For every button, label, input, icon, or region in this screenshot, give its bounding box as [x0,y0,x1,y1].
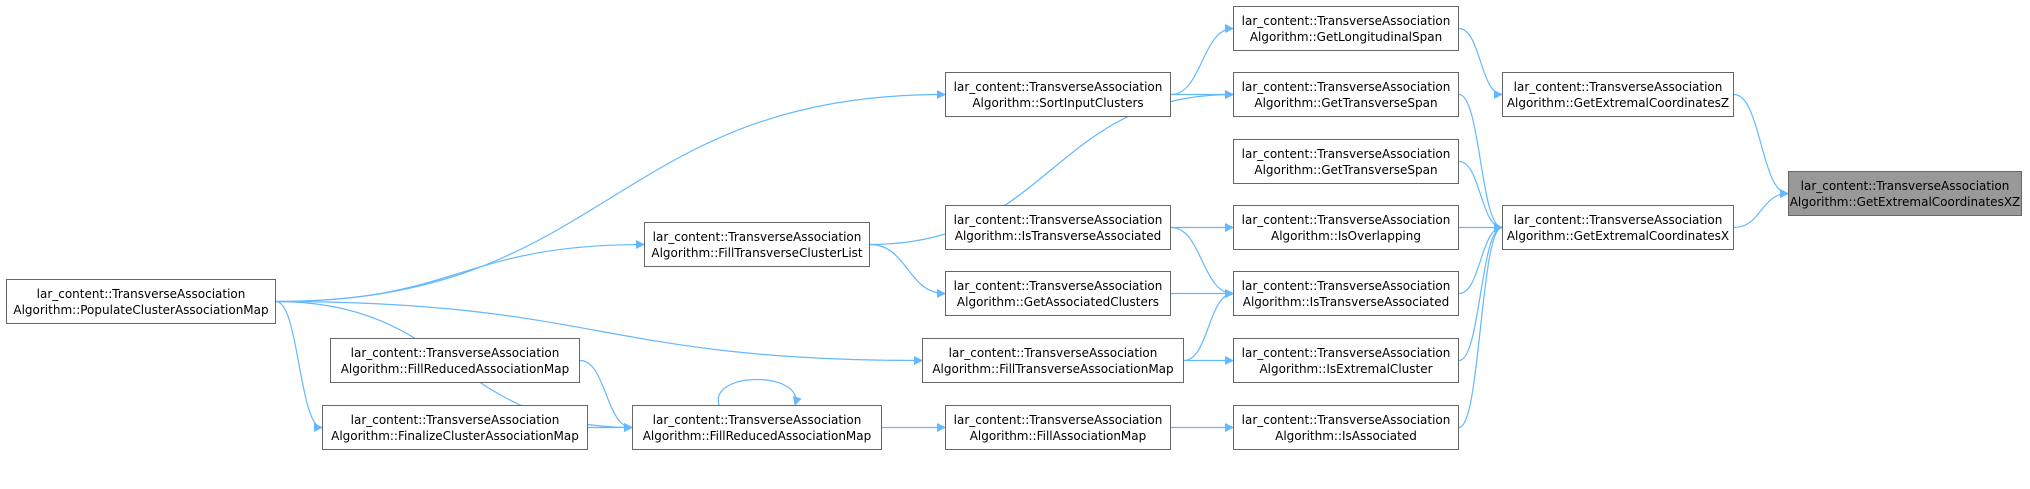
node-fill-association-map[interactable]: lar_content::TransverseAssociation Algor… [945,405,1171,450]
node-label-line2: Algorithm::GetAssociatedClusters [956,294,1160,309]
node-label-line2: Algorithm::PopulateClusterAssociationMap [13,302,269,317]
call-edge-n_sort-to-n_long [1170,24,1234,96]
node-label-line2: Algorithm::IsTransverseAssociated [1242,294,1450,309]
node-label-line2: Algorithm::FillAssociationMap [969,428,1147,443]
call-edge-n_long-to-n_z [1458,27,1503,99]
node-get-extremal-coordinates-xz[interactable]: lar_content::TransverseAssociation Algor… [1788,171,2022,216]
node-label-line1: lar_content::TransverseAssociation [652,412,862,427]
node-label-line1: lar_content::TransverseAssociation [953,212,1163,227]
node-label-line2: Algorithm::FillReducedAssociationMap [642,428,872,443]
node-get-transverse-span[interactable]: lar_content::TransverseAssociation Algor… [1233,72,1459,117]
node-label-line1: lar_content::TransverseAssociation [948,345,1158,360]
node-label-line1: lar_content::TransverseAssociation [652,229,862,244]
node-fill-transverse-association-map[interactable]: lar_content::TransverseAssociation Algor… [922,338,1184,383]
node-label-line2: Algorithm::IsTransverseAssociated [954,228,1162,243]
node-fill-reduced-association-map[interactable]: lar_content::TransverseAssociation Algor… [632,405,882,450]
call-edge-n_iec-to-n_x [1458,223,1503,362]
node-label-line2: Algorithm::GetExtremalCoordinatesX [1506,228,1730,243]
node-label-line1: lar_content::TransverseAssociation [1513,212,1723,227]
node-label-line2: Algorithm::GetExtremalCoordinatesZ [1506,95,1730,110]
node-label-line2: Algorithm::IsOverlapping [1271,228,1421,243]
call-edge-n_pcam-to-n_ftam [275,300,923,365]
node-label-line2: Algorithm::FillTransverseClusterList [651,245,863,260]
node-label-line1: lar_content::TransverseAssociation [1513,79,1723,94]
node-label-line1: lar_content::TransverseAssociation [1241,212,1451,227]
call-edge-n_ftcl-to-n_gac [869,243,946,298]
node-is-associated[interactable]: lar_content::TransverseAssociation Algor… [1233,405,1459,450]
call-edge-n_ita2-to-n_x [1458,223,1503,295]
node-label-line2: Algorithm::FillReducedAssociationMap [340,361,570,376]
call-edge-n_ftam-to-n_ita2 [1183,289,1234,362]
node-label-line2: Algorithm::GetTransverseSpan [1254,162,1438,177]
call-edge-n_ita1-to-n_ita2 [1170,226,1234,298]
call-edge-n_x-to-n_xz [1733,189,1789,229]
call-edge-n_pcam-to-n_ftcl [275,240,645,303]
node-label-line1: lar_content::TransverseAssociation [1241,79,1451,94]
node-label-line1: lar_content::TransverseAssociation [953,278,1163,293]
call-edge-n_fram-to-n_fram [717,379,802,406]
call-edge-n_ts1-to-n_x [1458,93,1503,232]
node-is-transverse-associated-2[interactable]: lar_content::TransverseAssociation Algor… [1233,271,1459,316]
call-edge-n_ts2-to-n_x [1458,160,1503,232]
node-label-line2: Algorithm::GetExtremalCoordinatesXZ [1789,194,2021,209]
node-label-line1: lar_content::TransverseAssociation [1241,278,1451,293]
node-label-line1: lar_content::TransverseAssociation [1241,345,1451,360]
node-label-line2: Algorithm::IsExtremalCluster [1259,361,1433,376]
node-get-associated-clusters[interactable]: lar_content::TransverseAssociation Algor… [945,271,1171,316]
node-is-transverse-associated-1[interactable]: lar_content::TransverseAssociation Algor… [945,205,1171,250]
node-label-line2: Algorithm::GetTransverseSpan [1254,95,1438,110]
node-get-transverse-span-2[interactable]: lar_content::TransverseAssociation Algor… [1233,139,1459,184]
node-sort-input-clusters[interactable]: lar_content::TransverseAssociation Algor… [945,72,1171,117]
node-label-line1: lar_content::TransverseAssociation [1241,13,1451,28]
node-label-line1: lar_content::TransverseAssociation [953,412,1163,427]
node-label-line2: Algorithm::FinalizeClusterAssociationMap [331,428,579,443]
call-edge-n_pcam-to-n_sort [275,90,946,303]
node-label-line1: lar_content::TransverseAssociation [1241,412,1451,427]
node-label-line1: lar_content::TransverseAssociation [953,79,1163,94]
node-label-line1: lar_content::TransverseAssociation [36,286,246,301]
node-get-extremal-coordinates-z[interactable]: lar_content::TransverseAssociation Algor… [1502,72,1734,117]
node-label-line2: Algorithm::IsAssociated [1275,428,1417,443]
node-label-line2: Algorithm::SortInputClusters [972,95,1144,110]
call-edge-n_pcam-to-n_fcam [275,300,323,432]
node-populate-cluster-association-map[interactable]: lar_content::TransverseAssociation Algor… [6,279,276,324]
call-edge-n_ia-to-n_x [1458,223,1503,429]
node-get-extremal-coordinates-x[interactable]: lar_content::TransverseAssociation Algor… [1502,205,1734,250]
node-get-longitudinal-span[interactable]: lar_content::TransverseAssociation Algor… [1233,6,1459,51]
node-label-line2: Algorithm::GetLongitudinalSpan [1249,29,1443,44]
node-label-line1: lar_content::TransverseAssociation [1800,178,2010,193]
node-fill-reduced-association-map-2[interactable]: lar_content::TransverseAssociation Algor… [330,338,580,383]
node-finalize-cluster-association-map[interactable]: lar_content::TransverseAssociation Algor… [322,405,588,450]
node-label-line2: Algorithm::FillTransverseAssociationMap [932,361,1174,376]
node-fill-transverse-cluster-list[interactable]: lar_content::TransverseAssociation Algor… [644,222,870,267]
call-edge-n_z-to-n_xz [1733,93,1789,198]
node-is-extremal-cluster[interactable]: lar_content::TransverseAssociation Algor… [1233,338,1459,383]
node-label-line1: lar_content::TransverseAssociation [350,412,560,427]
node-label-line1: lar_content::TransverseAssociation [350,345,560,360]
node-is-overlapping[interactable]: lar_content::TransverseAssociation Algor… [1233,205,1459,250]
node-label-line1: lar_content::TransverseAssociation [1241,146,1451,161]
